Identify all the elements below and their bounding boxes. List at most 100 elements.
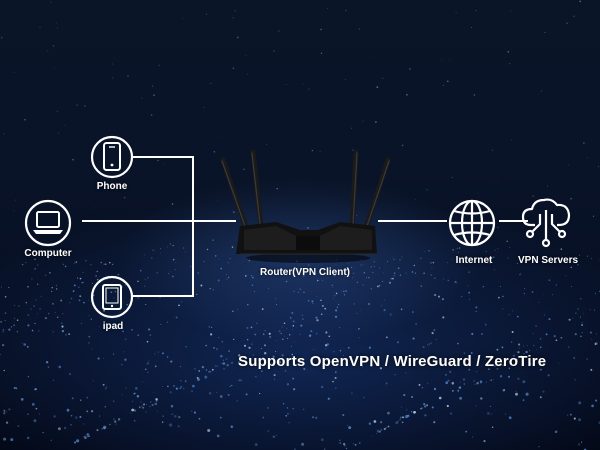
particle-dot: [415, 360, 416, 362]
particle-dot: [346, 425, 348, 427]
star-dot: [358, 28, 360, 30]
particle-dot: [504, 413, 507, 415]
particle-dot: [36, 313, 38, 315]
particle-dot: [558, 363, 560, 364]
particle-dot: [334, 376, 337, 380]
particle-dot: [292, 356, 294, 358]
particle-dot: [70, 423, 72, 426]
particle-dot: [379, 420, 383, 424]
particle-dot: [368, 346, 371, 349]
particle-dot: [340, 291, 342, 293]
particle-dot: [4, 320, 6, 322]
particle-dot: [387, 425, 390, 428]
vpn-servers-label: VPN Servers: [517, 255, 579, 266]
particle-dot: [373, 265, 376, 268]
particle-dot: [52, 303, 54, 305]
particle-dot: [183, 247, 185, 249]
particle-dot: [90, 264, 92, 266]
particle-dot: [260, 269, 263, 272]
particle-dot: [399, 418, 402, 421]
particle-dot: [333, 351, 335, 353]
particle-dot: [403, 394, 406, 397]
particle-dot: [582, 313, 584, 315]
star-dot: [583, 142, 585, 144]
star-dot: [579, 33, 581, 35]
particle-dot: [221, 340, 224, 343]
particle-dot: [580, 298, 582, 300]
particle-dot: [62, 263, 65, 266]
particle-dot: [64, 265, 67, 268]
particle-dot: [162, 386, 163, 387]
star-dot: [442, 84, 445, 87]
particle-dot: [113, 297, 115, 299]
particle-dot: [504, 389, 506, 391]
particle-dot: [27, 285, 29, 288]
particle-dot: [445, 381, 448, 384]
particle-dot: [142, 403, 146, 406]
particle-dot: [160, 252, 161, 254]
particle-dot: [325, 359, 328, 362]
particle-dot: [325, 348, 327, 350]
star-dot: [377, 4, 379, 6]
particle-dot: [179, 365, 182, 368]
particle-dot: [485, 381, 487, 383]
particle-dot: [348, 426, 352, 430]
particle-dot: [96, 429, 99, 432]
particle-dot: [361, 366, 363, 368]
star-dot: [285, 83, 287, 86]
particle-dot: [555, 261, 557, 263]
particle-dot: [131, 408, 135, 412]
particle-dot: [468, 368, 471, 371]
particle-dot: [247, 339, 249, 341]
particle-dot: [35, 299, 37, 301]
particle-dot: [545, 333, 548, 336]
particle-dot: [420, 408, 422, 410]
particle-dot: [290, 317, 292, 319]
particle-dot: [595, 293, 596, 295]
particle-dot: [60, 299, 63, 302]
particle-dot: [344, 276, 346, 278]
star-dot: [15, 199, 16, 201]
particle-dot: [156, 272, 158, 274]
particle-dot: [142, 381, 143, 383]
particle-dot: [300, 324, 303, 327]
particle-dot: [144, 285, 146, 287]
particle-dot: [217, 279, 220, 282]
star-dot: [570, 197, 572, 200]
particle-dot: [230, 425, 234, 429]
particle-dot: [8, 408, 11, 411]
particle-dot: [109, 423, 111, 426]
particle-dot: [399, 274, 402, 276]
particle-dot: [323, 448, 326, 450]
particle-dot: [420, 407, 423, 410]
particle-dot: [3, 437, 7, 441]
particle-dot: [31, 403, 35, 406]
particle-dot: [79, 295, 82, 297]
star-dot: [46, 50, 49, 52]
particle-dot: [316, 296, 318, 297]
particle-dot: [543, 294, 544, 296]
particle-dot: [162, 421, 164, 423]
particle-dot: [484, 323, 487, 326]
particle-dot: [535, 325, 537, 328]
particle-dot: [421, 387, 424, 389]
particle-dot: [288, 422, 290, 424]
particle-dot: [442, 316, 445, 319]
particle-dot: [580, 335, 582, 338]
particle-dot: [334, 275, 336, 277]
particle-dot: [201, 365, 205, 369]
particle-dot: [148, 328, 151, 331]
particle-dot: [490, 379, 493, 382]
particle-dot: [389, 313, 392, 316]
particle-dot: [431, 332, 434, 335]
particle-dot: [23, 343, 26, 346]
particle-dot: [397, 267, 400, 270]
particle-dot: [83, 423, 85, 425]
particle-dot: [225, 274, 227, 276]
particle-dot: [539, 346, 542, 349]
particle-dot: [97, 270, 99, 272]
particle-dot: [146, 340, 149, 343]
particle-dot: [292, 408, 294, 410]
particle-dot: [33, 419, 37, 423]
